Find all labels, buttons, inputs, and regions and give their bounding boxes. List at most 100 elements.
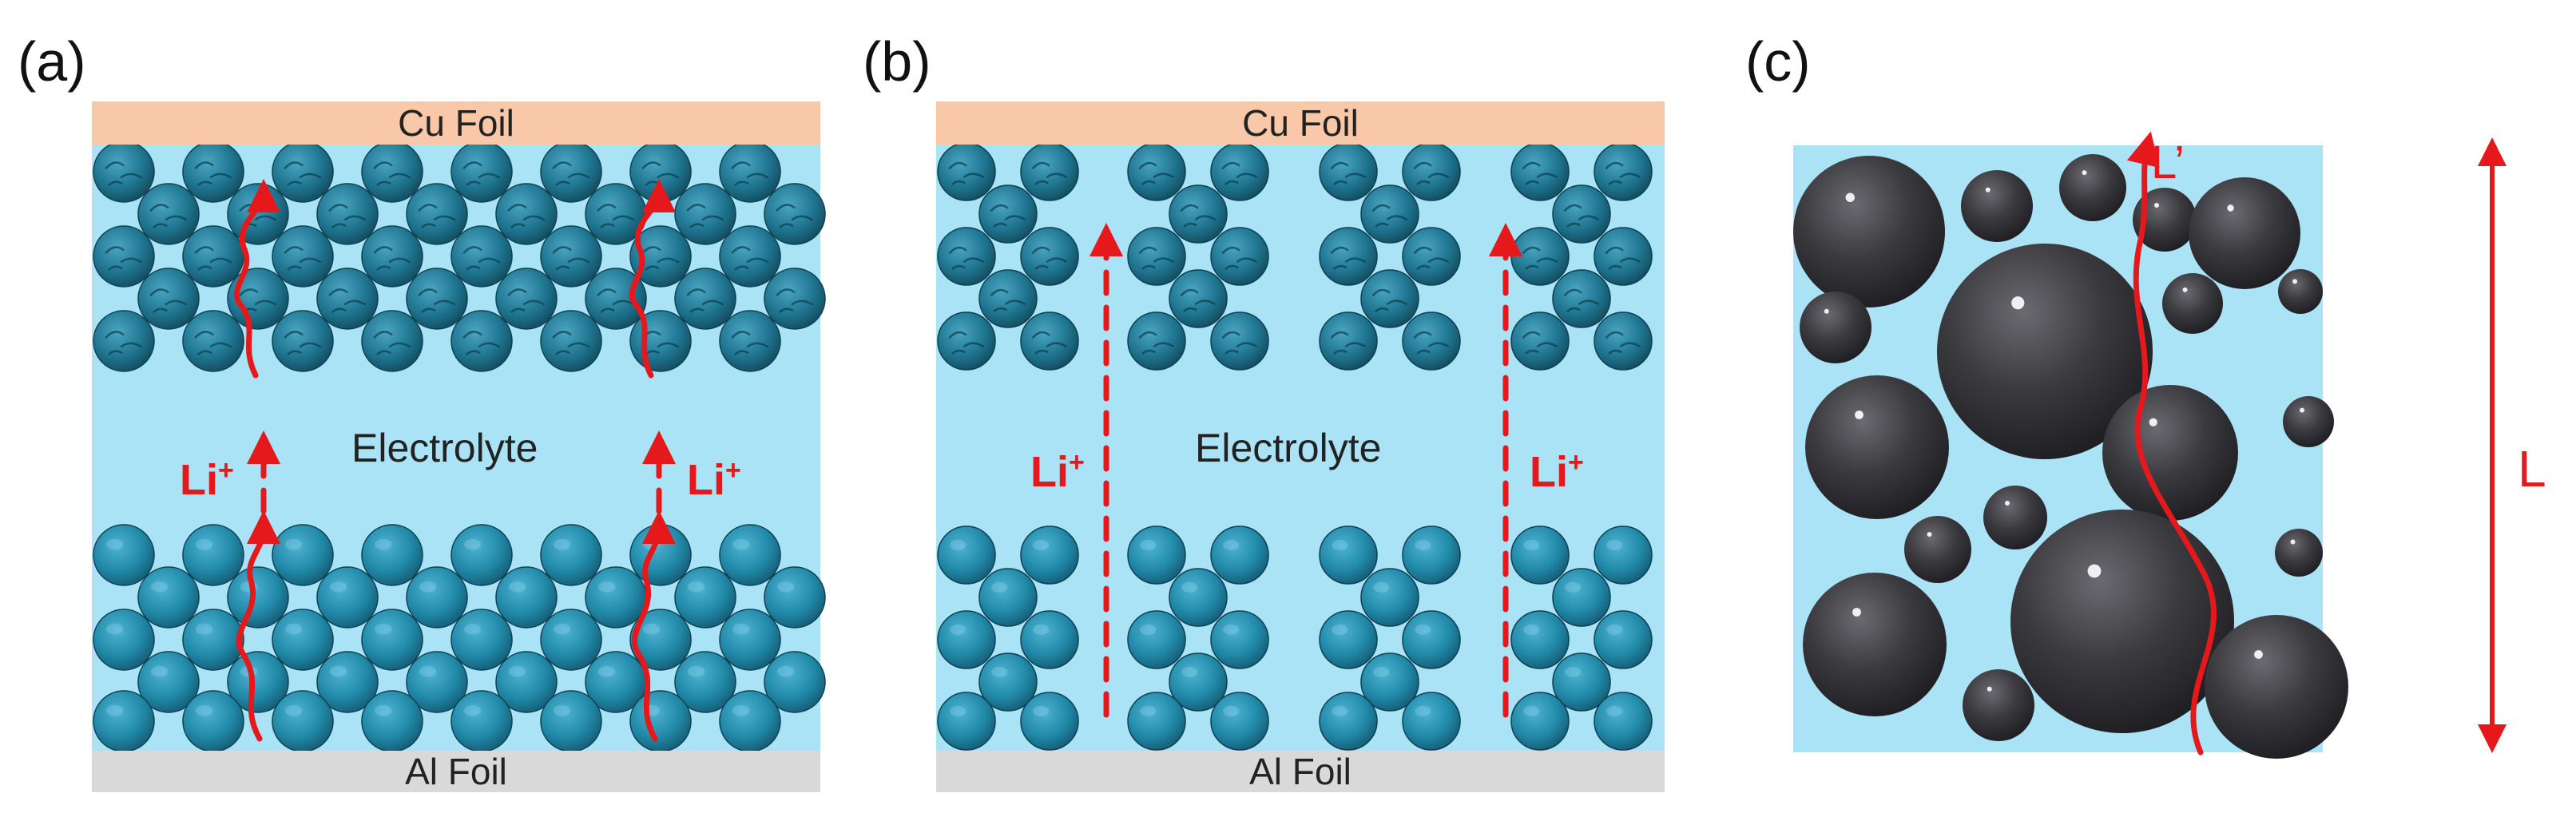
carbon-sphere-body <box>1793 156 1945 307</box>
cathode-particle-b-body <box>1360 652 1419 712</box>
cathode-particle-a-body <box>540 524 602 586</box>
carbon-sphere-icon <box>2283 396 2334 447</box>
anode-particle-b-cracks <box>1330 161 1367 186</box>
cathode-particle-a <box>137 651 200 713</box>
carbon-sphere-body <box>2278 269 2323 314</box>
carbon-sphere-glint <box>2087 564 2102 578</box>
anode-particle-b-cracks <box>1413 246 1450 271</box>
anode-particle-a-body <box>629 225 692 288</box>
cathode-particle-b <box>1594 526 1653 585</box>
anode-particle-b-body <box>937 311 996 371</box>
anode-particle-a <box>406 268 468 330</box>
anode-particle-a-body <box>764 183 826 245</box>
anode-particle-b <box>1210 227 1269 286</box>
cathode-particle-a <box>585 651 647 713</box>
cathode-particle-b-body <box>1594 610 1653 669</box>
carbon-sphere-glint <box>2227 204 2234 212</box>
anode-particle-a-cracks <box>373 161 411 187</box>
ion-path-arrow-icon <box>631 510 676 742</box>
cathode-particle-b-body <box>1510 610 1570 669</box>
cathode-particle-a-body <box>719 524 781 586</box>
carbon-sphere-body <box>2010 510 2234 733</box>
anode-particle-b <box>937 142 996 201</box>
carbon-sphere-icon <box>1983 486 2047 549</box>
carbon-sphere-body <box>1963 669 2034 741</box>
anode-particle-b <box>978 269 1038 328</box>
cathode-particle-a-highlight <box>195 538 213 550</box>
cathode-particle-b-body <box>1594 526 1653 585</box>
anode-particle-a <box>182 310 244 372</box>
anode-particle-a-cracks <box>194 246 232 272</box>
cathode-particle-a-body <box>719 609 781 671</box>
cathode-particle-b <box>1020 526 1079 585</box>
anode-particle-a-body <box>629 141 692 203</box>
cathode-particle-a-highlight <box>150 665 169 677</box>
cathode-particle-b-body <box>1210 610 1269 669</box>
anode-particle-a <box>585 268 647 330</box>
carbon-sphere-icon <box>2059 154 2126 221</box>
anode-particle-b <box>1127 227 1186 286</box>
carbon-sphere-glint <box>1987 686 1992 692</box>
cathode-particle-a-body <box>316 651 379 713</box>
anode-particle-b <box>1020 142 1079 201</box>
cathode-particle-a <box>406 566 468 629</box>
cathode-particle-a-body <box>764 651 826 713</box>
anode-particle-a-body <box>182 225 244 288</box>
cathode-particle-b-highlight <box>1523 624 1540 635</box>
anode-particle-b <box>1594 227 1653 286</box>
anode-particle-a <box>93 141 155 203</box>
cathode-particle-b-highlight <box>1332 624 1348 635</box>
cathode-particle-a-highlight <box>732 704 750 716</box>
anode-particle-a-body <box>93 141 155 203</box>
cathode-particle-a-body <box>272 524 334 586</box>
cathode-particle-b <box>1020 692 1079 751</box>
anode-particle-a-cracks <box>776 288 814 314</box>
cathode-particle-b-highlight <box>1415 539 1431 550</box>
anode-particle-b <box>1594 311 1653 371</box>
anode-particle-a-body <box>406 268 468 330</box>
carbon-sphere-glint <box>2082 170 2087 176</box>
cathode-particle-a <box>272 609 334 671</box>
cathode-particle-b <box>1319 692 1378 751</box>
cathode-particle-a-body <box>361 524 423 586</box>
anode-particle-a-cracks <box>284 161 322 187</box>
anode-particle-b-cracks <box>1180 288 1217 313</box>
anode-particle-a <box>361 310 423 372</box>
cathode-particle-b-body <box>1020 610 1079 669</box>
anode-particle-a <box>361 141 423 203</box>
anode-particle-a-cracks <box>149 288 188 314</box>
carbon-sphere-body <box>2205 615 2348 759</box>
anode-particle-a-cracks <box>462 161 501 187</box>
anode-particle-a-cracks <box>552 331 590 356</box>
cathode-particle-a <box>629 609 692 671</box>
cathode-particle-b-highlight <box>1523 705 1540 716</box>
cathode-particle-b <box>937 692 996 751</box>
anode-particle-b <box>1020 227 1079 286</box>
anode-particle-a-cracks <box>552 161 590 187</box>
panel-label-a: (a) <box>18 30 86 93</box>
anode-particle-a-cracks <box>641 246 680 272</box>
anode-particle-a-body <box>674 268 736 330</box>
cathode-particle-a-body <box>451 609 513 671</box>
anode-particle-a <box>182 141 244 203</box>
anode-particle-a <box>451 141 513 203</box>
cathode-particle-a-body <box>93 524 155 586</box>
anode-particle-a-body <box>361 225 423 288</box>
anode-particle-a <box>227 183 289 245</box>
cathode-particle-b <box>1169 652 1228 712</box>
cathode-particle-a-highlight <box>732 538 750 550</box>
carbon-sphere-icon <box>1961 170 2033 242</box>
cathode-particle-a-highlight <box>284 623 303 635</box>
li-ion-label-b-right: Li+ <box>1530 447 1584 496</box>
al-foil-b: Al Foil <box>936 751 1665 792</box>
carbon-sphere-icon <box>2278 269 2323 314</box>
anode-particle-a-cracks <box>731 331 769 356</box>
cathode-particle-b-highlight <box>1565 666 1582 677</box>
cathode-particle-a <box>495 566 558 629</box>
anode-particle-b-body <box>1127 227 1186 286</box>
anode-particle-a <box>629 310 692 372</box>
anode-particle-a-cracks <box>328 204 367 229</box>
cathode-particle-b <box>978 568 1038 627</box>
anode-particle-a <box>495 183 558 245</box>
carbon-sphere-body <box>2059 154 2126 221</box>
